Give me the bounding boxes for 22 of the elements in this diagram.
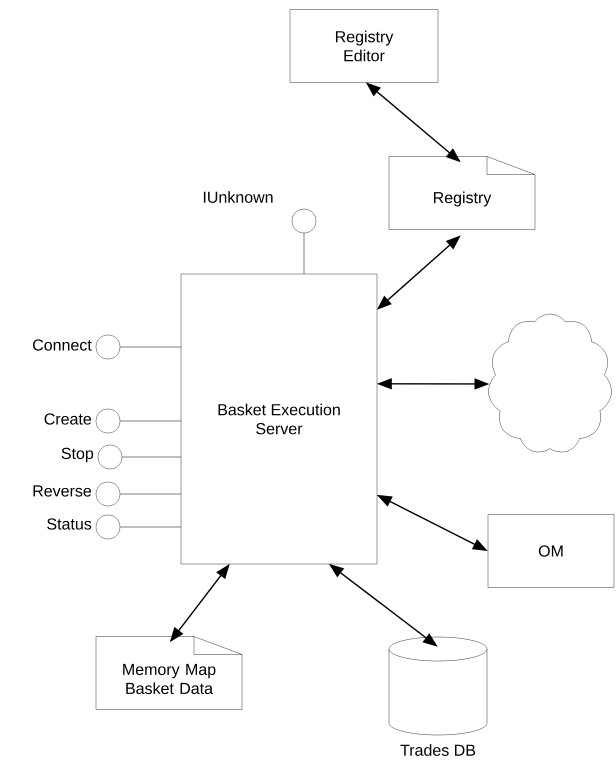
interface-label: IUnknown xyxy=(204,191,273,203)
interface-circle xyxy=(98,444,122,470)
interface-circle xyxy=(292,208,316,234)
connector-line xyxy=(120,346,182,348)
database-cylinder xyxy=(388,636,488,736)
connector-line xyxy=(120,526,182,528)
interface-circle xyxy=(96,514,120,540)
database-label: Trades DB xyxy=(400,744,476,756)
interface-label: Reverse xyxy=(34,485,92,497)
cloud-shape xyxy=(488,314,612,452)
interface-label: Status xyxy=(47,518,92,530)
interface-label: Create xyxy=(44,413,92,425)
interface-circle xyxy=(96,334,120,360)
process-box: Registry Editor xyxy=(290,9,438,83)
interface-circle xyxy=(96,408,120,434)
server-box: Basket Execution Server xyxy=(180,274,378,564)
interface-label: Stop xyxy=(62,448,94,462)
connector-line xyxy=(120,420,182,422)
interface-circle xyxy=(96,482,120,506)
connector-line xyxy=(122,456,182,458)
process-box: OM xyxy=(488,514,614,588)
interface-label: Connect xyxy=(33,339,92,351)
